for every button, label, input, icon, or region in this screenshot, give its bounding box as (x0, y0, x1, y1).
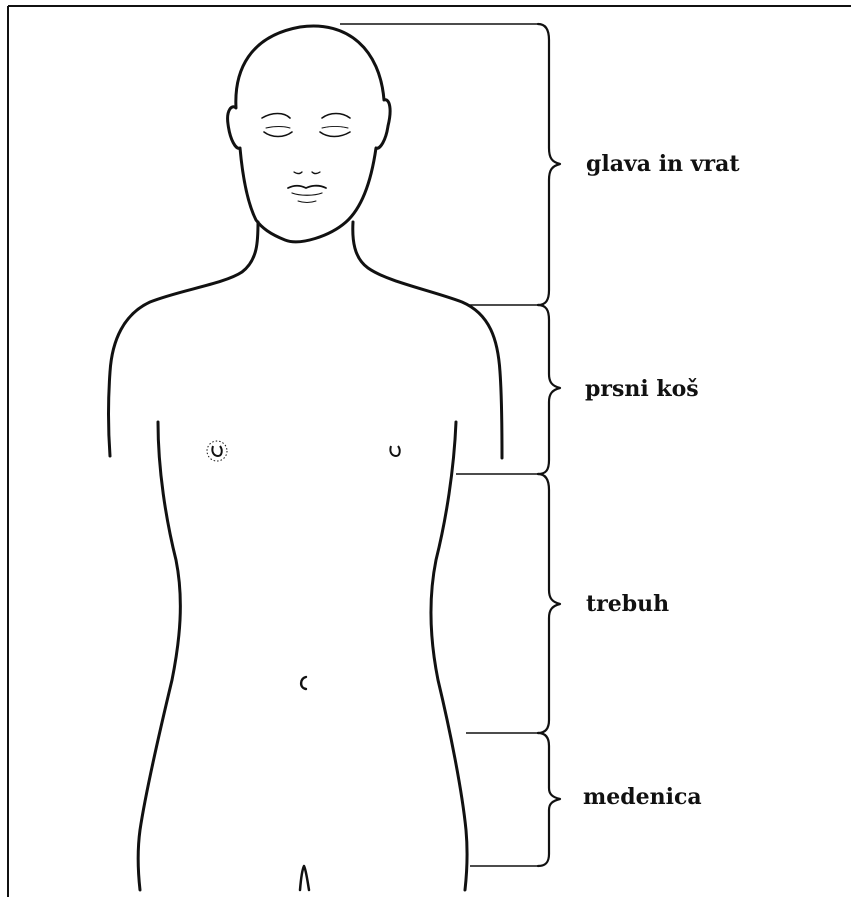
left-eye (264, 132, 292, 137)
mouth (288, 186, 326, 188)
right-side-outline (431, 422, 467, 890)
left-torso-outline (109, 222, 259, 456)
label-abdomen: trebuh (586, 593, 669, 615)
navel (301, 677, 306, 689)
right-nipple (390, 446, 399, 456)
right-torso-outline (353, 222, 502, 458)
brace-head-neck (538, 24, 560, 305)
groin-outline (300, 866, 309, 890)
region-boundaries (340, 24, 538, 866)
right-eyebrow (322, 114, 350, 119)
body-outline (109, 26, 503, 890)
region-braces (538, 24, 560, 866)
chest-marks (207, 441, 400, 461)
left-eyebrow (262, 114, 290, 119)
head-outline (228, 26, 390, 242)
label-pelvis: medenica (583, 786, 702, 808)
frame (8, 6, 851, 897)
brace-chest (538, 305, 560, 474)
label-chest: prsni koš (585, 378, 699, 400)
left-side-outline (138, 422, 180, 890)
face-details (262, 114, 350, 203)
left-nipple (207, 441, 227, 461)
label-head-neck: glava in vrat (586, 153, 740, 175)
nose (294, 172, 320, 174)
right-eye (320, 132, 350, 137)
brace-pelvis (538, 733, 560, 866)
brace-abdomen (538, 474, 560, 733)
